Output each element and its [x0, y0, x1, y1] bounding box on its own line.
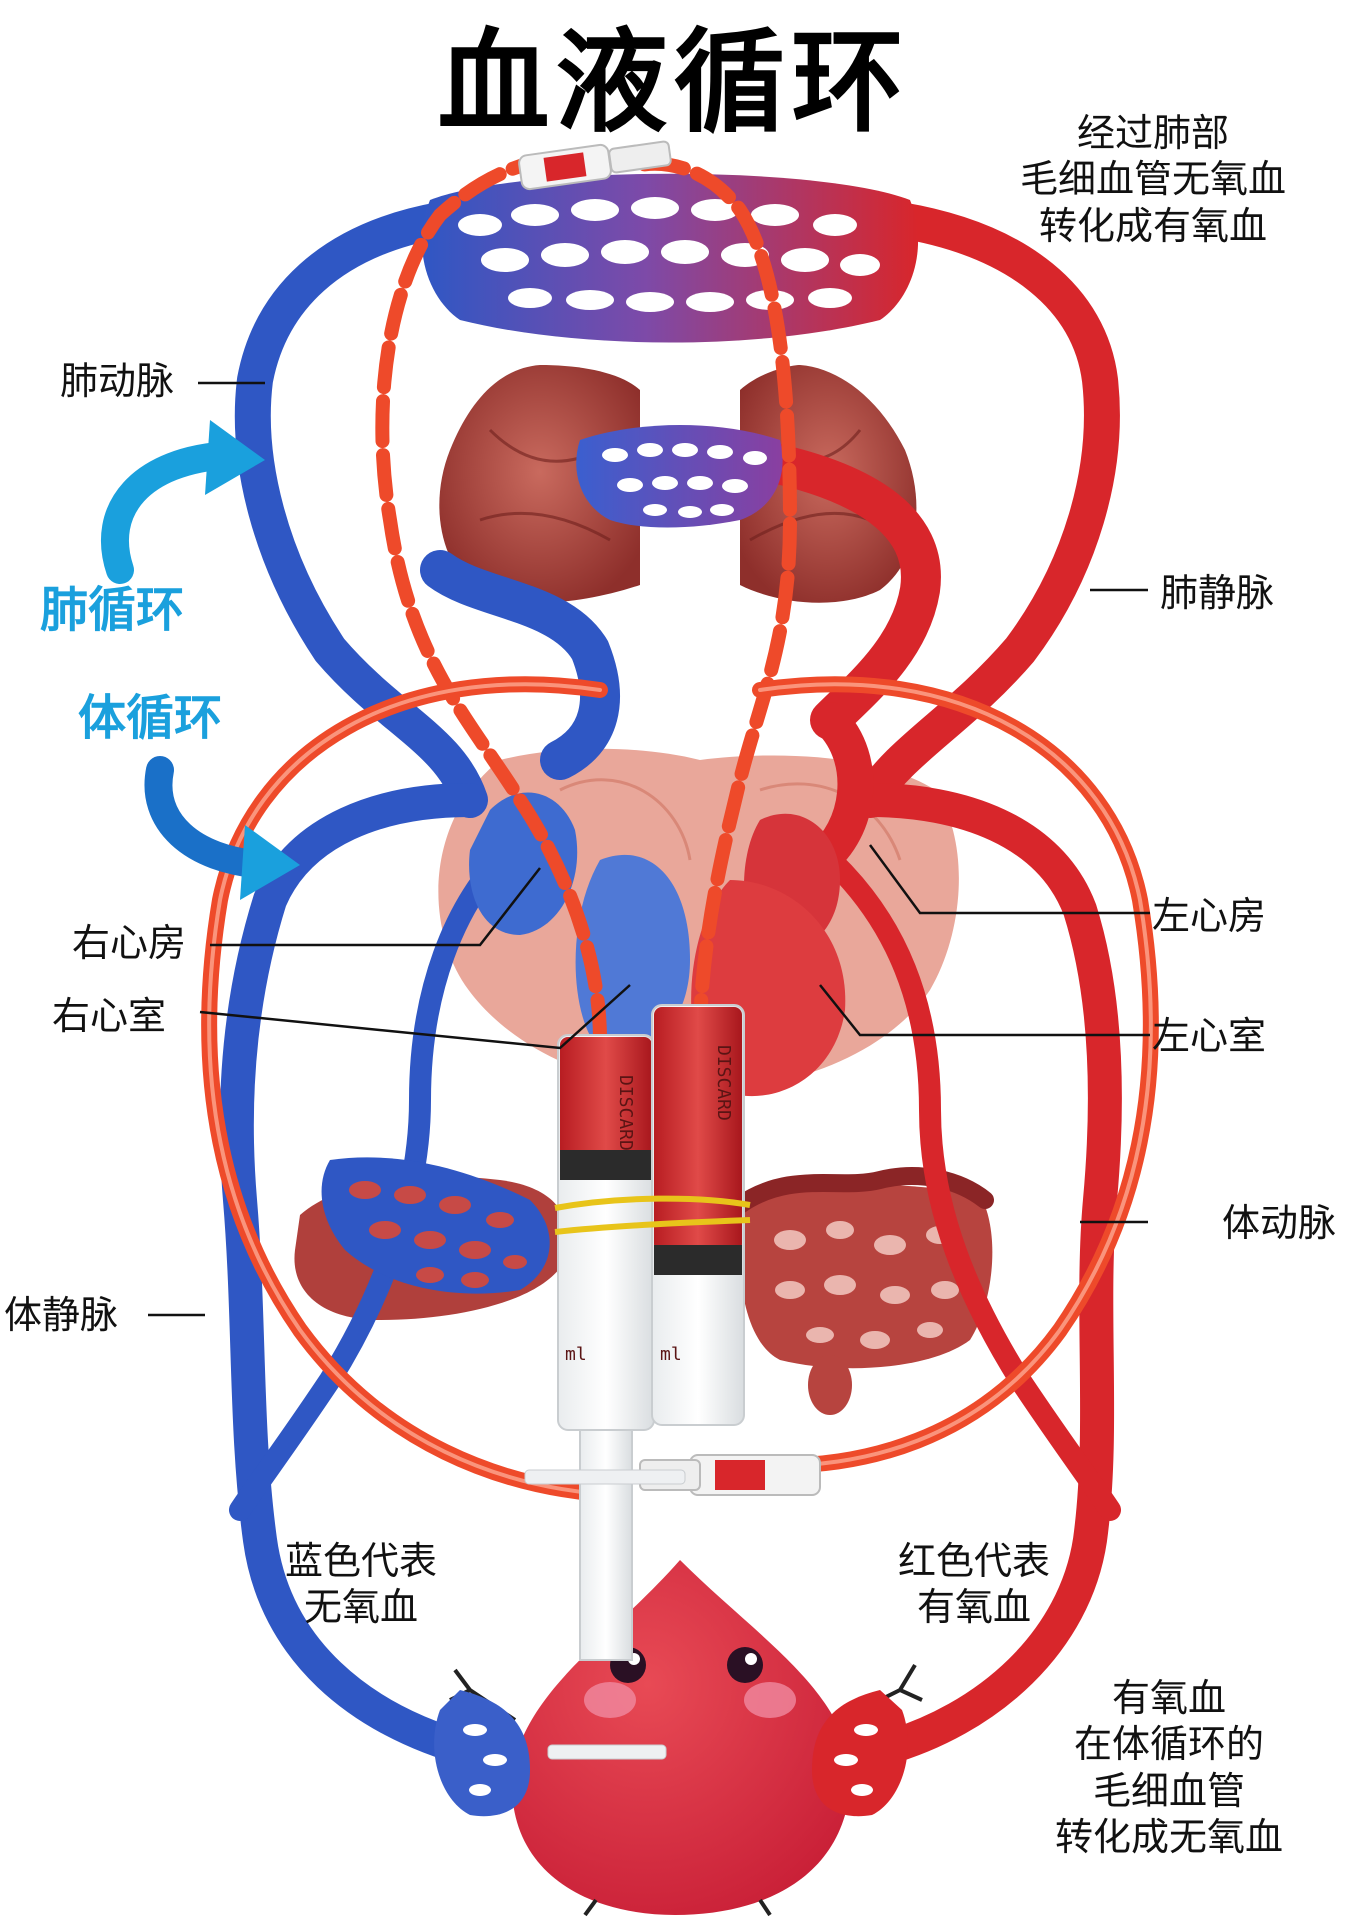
legend-line: 蓝色代表	[285, 1539, 438, 1583]
liver-capillary-net	[321, 1157, 550, 1294]
legend-line: 有氧血	[917, 1585, 1032, 1630]
lung-inner-capillary-net	[576, 425, 783, 528]
systemic-capillary-note: 有氧血 在体循环的 毛细血管 转化成无氧血	[1055, 1675, 1283, 1860]
syringe-left-mark: DISCARD	[615, 1075, 636, 1151]
label-right-atrium: 右心房	[72, 921, 187, 965]
rubber-bands	[554, 1195, 751, 1235]
note-line: 有氧血	[1112, 1676, 1227, 1720]
label-pulmonary-circulation: 肺循环	[40, 582, 185, 638]
lower-left-capillary-net	[434, 1690, 530, 1817]
note-line: 在体循环的	[1074, 1722, 1265, 1767]
label-left-ventricle: 左心室	[1152, 1014, 1267, 1058]
label-pulmonary-artery: 肺动脉	[60, 359, 175, 403]
pulmonary-capillary-note: 经过肺部 毛细血管无氧血 转化成有氧血	[1020, 110, 1286, 249]
label-vena-cava: 体静脉	[4, 1293, 119, 1337]
syringe-right-ml: ml	[660, 1344, 682, 1365]
label-right-ventricle: 右心室	[52, 994, 167, 1038]
syringe-right-mark: DISCARD	[713, 1045, 734, 1121]
label-left-atrium: 左心房	[1152, 894, 1267, 938]
note-line: 毛细血管	[1093, 1768, 1246, 1813]
label-aorta: 体动脉	[1222, 1201, 1337, 1245]
legend-line: 无氧血	[304, 1585, 419, 1630]
syringe-left: DISCARD ml	[524, 1034, 686, 1760]
intestines	[731, 1167, 994, 1415]
note-line: 毛细血管无氧血	[1020, 157, 1287, 202]
syringe-right: DISCARD ml	[651, 1004, 745, 1426]
lower-right-capillary-net	[812, 1690, 908, 1817]
label-pulmonary-vein: 肺静脉	[1160, 571, 1275, 615]
top-tube-connector	[518, 140, 672, 191]
red-legend: 红色代表 有氧血	[898, 1538, 1050, 1631]
note-line: 经过肺部	[1077, 111, 1230, 155]
blue-legend: 蓝色代表 无氧血	[285, 1538, 437, 1631]
syringe-left-ml: ml	[565, 1344, 587, 1365]
note-line: 转化成无氧血	[1055, 1815, 1284, 1860]
systemic-circulation-arrow	[144, 756, 300, 900]
pulmonary-capillary-net	[421, 173, 919, 343]
page-title: 血液循环	[437, 18, 910, 148]
leader-lines	[148, 381, 1150, 1317]
legend-line: 红色代表	[898, 1539, 1051, 1583]
pulmonary-circulation-arrow	[101, 420, 265, 584]
label-systemic-circulation: 体循环	[78, 690, 223, 746]
model-tubes	[201, 149, 1159, 1503]
note-line: 转化成有氧血	[1039, 203, 1268, 248]
oxygenated-vessels	[740, 202, 1122, 1767]
